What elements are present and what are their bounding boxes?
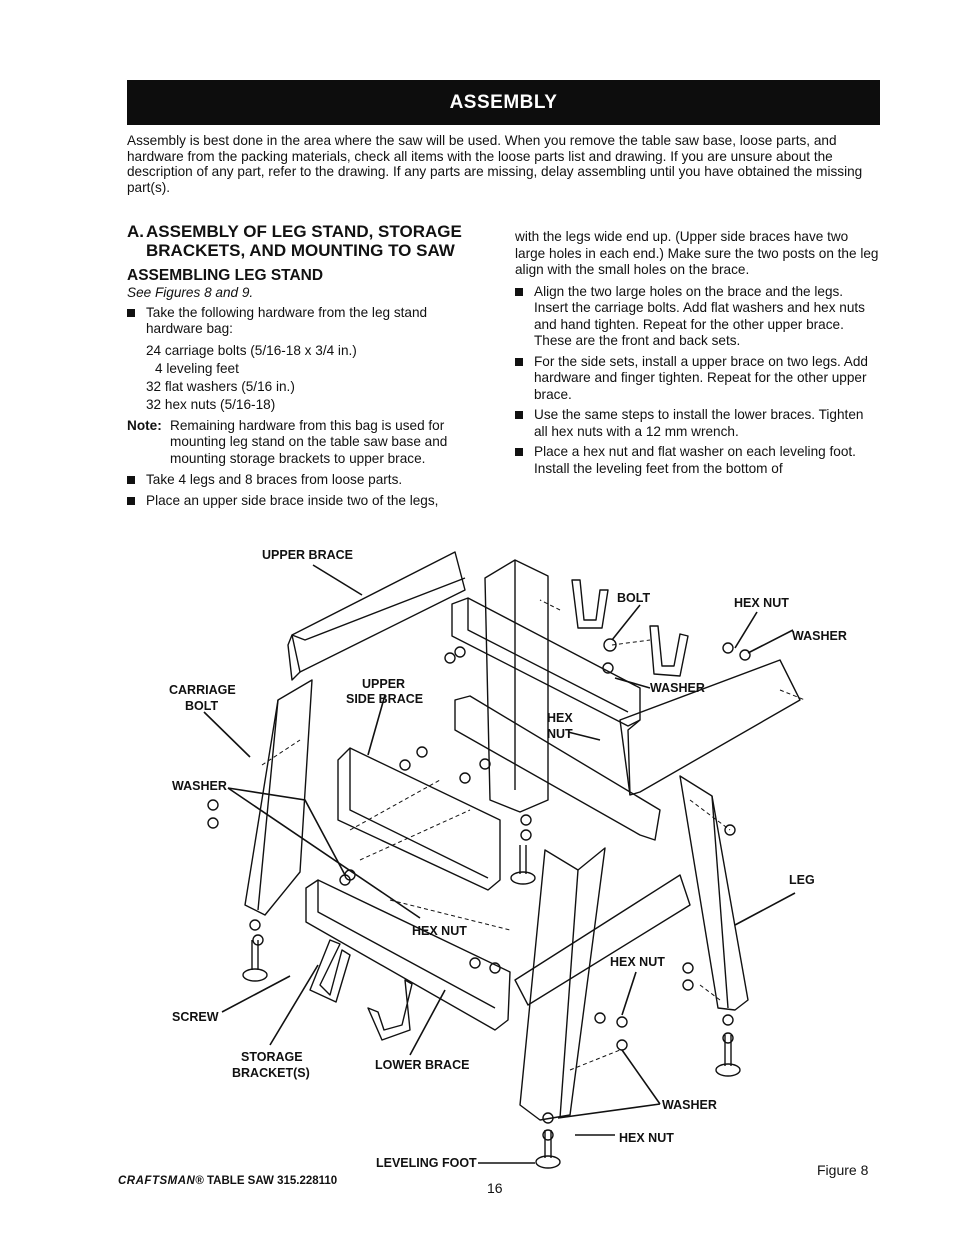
- upper-side-brace-front: [337, 747, 501, 891]
- bullet-text: Place an upper side brace inside two of …: [146, 492, 439, 508]
- continued-paragraph: with the legs wide end up. (Upper side b…: [515, 229, 879, 277]
- leg-front-center: [519, 847, 606, 1121]
- section-title-text: ASSEMBLY OF LEG STAND, STORAGE BRACKETS,…: [146, 222, 462, 260]
- upper-side-brace-back: [451, 597, 641, 727]
- label-lower-brace: LOWER BRACE: [375, 1058, 469, 1072]
- label-upper-brace: UPPER BRACE: [262, 548, 353, 562]
- bullet-square-icon: [515, 411, 523, 419]
- bullet-item: Use the same steps to install the lower …: [515, 407, 880, 440]
- right-column: with the legs wide end up. (Upper side b…: [515, 229, 880, 481]
- bullet-item: For the side sets, install a upper brace…: [515, 354, 880, 404]
- label-hex-nut-top: HEX NUT: [734, 596, 789, 610]
- bullet-item: Align the two large holes on the brace a…: [515, 284, 880, 350]
- hardware-item: 32 flat washers (5/16 in.): [146, 378, 295, 394]
- subsection-title: ASSEMBLING LEG STAND: [127, 267, 324, 284]
- label-hex-nut-bottom: HEX NUT: [619, 1131, 674, 1145]
- section-letter: A.: [127, 222, 144, 241]
- label-washer-left: WASHER: [172, 779, 227, 793]
- brand-logo: CRAFTSMAN: [118, 1175, 196, 1187]
- label-storage: STORAGE: [241, 1050, 303, 1064]
- bullet-square-icon: [515, 287, 523, 296]
- lower-brace-left: [305, 879, 511, 1031]
- bullet-item: Place an upper side brace inside two of …: [127, 493, 487, 510]
- bullet-square-icon: [127, 476, 135, 484]
- storage-bracket-bottom: [309, 939, 413, 1041]
- leg-left: [244, 679, 313, 916]
- left-column: A. ASSEMBLY OF LEG STAND, STORAGE BRACKE…: [127, 222, 487, 513]
- bullet-text: Take 4 legs and 8 braces from loose part…: [146, 472, 403, 487]
- intro-paragraph: Assembly is best done in the area where …: [127, 133, 863, 195]
- bullet-square-icon: [515, 357, 523, 366]
- label-washer-bottom: WASHER: [662, 1098, 717, 1112]
- label-carriage: CARRIAGE: [169, 683, 236, 697]
- bullet-text: Take the following hardware from the leg…: [146, 304, 428, 337]
- label-nut: NUT: [547, 727, 573, 741]
- bullet-text: Use the same steps to install the lower …: [534, 407, 864, 439]
- label-leg: LEG: [789, 873, 815, 887]
- bullet-item: Place a hex nut and flat washer on each …: [515, 444, 880, 477]
- figure-caption: Figure 8: [817, 1162, 869, 1178]
- hardware-list: 24 carriage bolts (5/16-18 x 3/4 in.) 4 …: [127, 342, 487, 414]
- page-number: 16: [487, 1180, 503, 1196]
- upper-brace-left: [287, 551, 466, 681]
- banner-title: ASSEMBLY: [449, 91, 558, 113]
- upper-brace-right: [619, 659, 801, 796]
- leg-right: [679, 775, 749, 1011]
- label-side-brace: SIDE BRACE: [346, 692, 423, 706]
- label-upper: UPPER: [362, 677, 405, 691]
- hardware-item: 24 carriage bolts (5/16-18 x 3/4 in.): [146, 342, 357, 358]
- label-hex-nut-center: HEX NUT: [412, 924, 467, 938]
- label-bolt: BOLT: [617, 591, 650, 605]
- label-screw: SCREW: [172, 1010, 219, 1024]
- bullet-item: Take the following hardware from the leg…: [127, 305, 487, 338]
- label-hex: HEX: [547, 711, 573, 725]
- note-label: Note:: [127, 417, 162, 433]
- leg-stand-exploded-diagram: UPPER BRACE BOLT HEX NUT WASHER CARRIAGE…: [169, 548, 847, 1170]
- storage-bracket-top: [571, 579, 689, 677]
- note-text: Remaining hardware from this bag is used…: [170, 417, 448, 466]
- note: Note: Remaining hardware from this bag i…: [127, 418, 487, 468]
- bullet-text: Place a hex nut and flat washer on each …: [534, 444, 856, 476]
- see-figures: See Figures 8 and 9.: [127, 285, 254, 300]
- lower-brace-right: [514, 874, 691, 1006]
- label-leveling-foot: LEVELING FOOT: [376, 1156, 477, 1170]
- footer-brand: CRAFTSMAN® TABLE SAW 315.228110: [118, 1175, 337, 1187]
- label-bolt-2: BOLT: [185, 699, 218, 713]
- brand-reg: ®: [195, 1175, 204, 1187]
- hardware-item: 32 hex nuts (5/16-18): [146, 396, 276, 412]
- section-title: A. ASSEMBLY OF LEG STAND, STORAGE BRACKE…: [127, 222, 487, 260]
- model-number: TABLE SAW 315.228110: [207, 1175, 338, 1187]
- label-hex-nut-right: HEX NUT: [610, 955, 665, 969]
- bullet-item: Take 4 legs and 8 braces from loose part…: [127, 472, 487, 489]
- assembly-guide-lines: [261, 599, 806, 1071]
- leader-lines: [203, 564, 796, 1164]
- hardware-item: 4 leveling feet: [155, 360, 239, 376]
- bullet-square-icon: [127, 308, 135, 317]
- section-banner: ASSEMBLY: [127, 80, 880, 125]
- bullet-text: For the side sets, install a upper brace…: [534, 353, 868, 402]
- label-washer-top: WASHER: [792, 629, 847, 643]
- leg-back-left: [484, 559, 549, 813]
- bullet-text: Align the two large holes on the brace a…: [534, 283, 865, 349]
- washer-and-nut-hardware: [207, 638, 751, 1141]
- bullet-square-icon: [515, 448, 523, 456]
- bullet-square-icon: [127, 496, 135, 505]
- label-brackets: BRACKET(S): [232, 1066, 310, 1080]
- label-washer-mid: WASHER: [650, 681, 705, 695]
- lower-brace-middle: [454, 695, 661, 841]
